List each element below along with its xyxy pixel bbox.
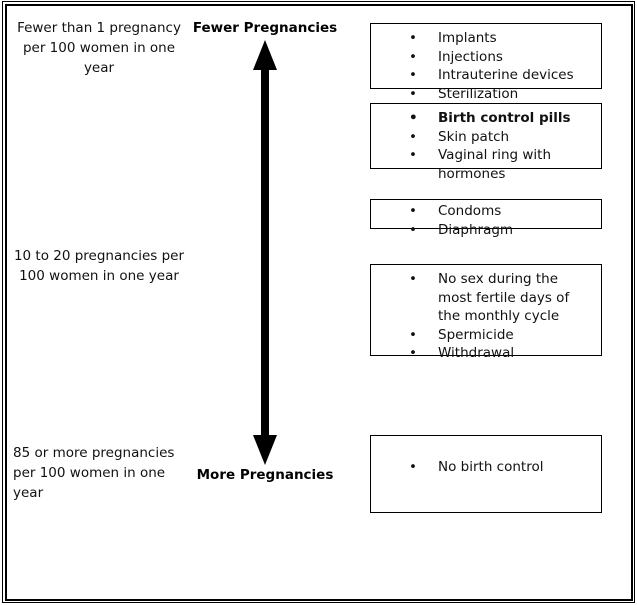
method-list: • No sex during the most fertile days of…: [371, 265, 601, 368]
list-item: • No sex during the most fertile days of…: [371, 270, 595, 326]
list-item: • Injections: [371, 48, 595, 67]
bullet-icon: •: [409, 345, 417, 361]
method-group-barrier-methods: • Condoms • Diaphragm: [370, 199, 602, 238]
method-group-most-effective: • Implants • Injections • Intrauterine d…: [370, 23, 602, 102]
double-headed-vertical-arrow-icon: [253, 40, 277, 465]
bullet-icon: •: [409, 67, 417, 83]
method-list: • Condoms • Diaphragm: [371, 200, 601, 241]
list-item: • Implants: [371, 29, 595, 48]
list-item: • Sterilization: [371, 85, 595, 104]
method-label: No birth control: [438, 459, 544, 475]
bullet-icon: •: [409, 221, 417, 238]
scale-label-10-to-20: 10 to 20 pregnancies per 100 women in on…: [13, 248, 185, 284]
bullet-icon: •: [409, 459, 417, 475]
bullet-icon: •: [409, 326, 417, 343]
method-group-no-method: • No birth control: [370, 435, 602, 513]
list-item: • Condoms: [371, 202, 595, 221]
scale-label-85-or-more: 85 or more pregnancies per 100 women in …: [13, 445, 175, 501]
method-label: Spermicide: [438, 326, 514, 343]
method-group-behavioral-methods: • No sex during the most fertile days of…: [370, 264, 602, 361]
inner-border: [5, 4, 633, 601]
bullet-icon: •: [409, 110, 418, 126]
list-item-highlighted: • Birth control pills: [371, 109, 595, 128]
method-list: • Implants • Injections • Intrauterine d…: [371, 24, 601, 108]
method-list: • No birth control: [371, 436, 601, 482]
method-label: Diaphragm: [438, 221, 514, 238]
bullet-icon: •: [409, 128, 417, 145]
method-label: Vaginal ring with hormones: [438, 147, 552, 182]
scale-label-fewer-than-1: Fewer than 1 pregnancy per 100 women in …: [17, 20, 181, 76]
method-label: Birth control pills: [438, 110, 571, 126]
bullet-icon: •: [409, 30, 417, 46]
list-item: • Skin patch: [371, 128, 595, 147]
list-item: • No birth control: [371, 458, 595, 477]
list-item: • Vaginal ring with hormones: [371, 146, 595, 183]
method-label: Intrauterine devices: [438, 67, 574, 83]
bullet-icon: •: [409, 147, 417, 163]
bullet-icon: •: [409, 271, 417, 287]
method-label: Skin patch: [438, 128, 510, 145]
bullet-icon: •: [409, 85, 417, 102]
method-group-hormonal-methods: • Birth control pills • Skin patch • Vag…: [370, 103, 602, 182]
method-label: Implants: [438, 30, 497, 46]
method-label: Injections: [438, 48, 503, 65]
method-label: Withdrawal: [438, 345, 515, 361]
method-label: Condoms: [438, 203, 502, 219]
list-item: • Intrauterine devices: [371, 66, 595, 85]
list-item: • Withdrawal: [371, 344, 595, 363]
axis-caption-more-pregnancies: More Pregnancies: [196, 467, 334, 483]
method-list: • Birth control pills • Skin patch • Vag…: [371, 104, 601, 188]
bullet-icon: •: [409, 203, 417, 219]
axis-caption-fewer-pregnancies: Fewer Pregnancies: [192, 20, 338, 36]
method-label: Sterilization: [438, 85, 519, 102]
bullet-icon: •: [409, 48, 417, 65]
list-item: • Spermicide: [371, 326, 595, 345]
list-item: • Diaphragm: [371, 221, 595, 240]
method-label: No sex during the most fertile days of t…: [438, 271, 570, 324]
